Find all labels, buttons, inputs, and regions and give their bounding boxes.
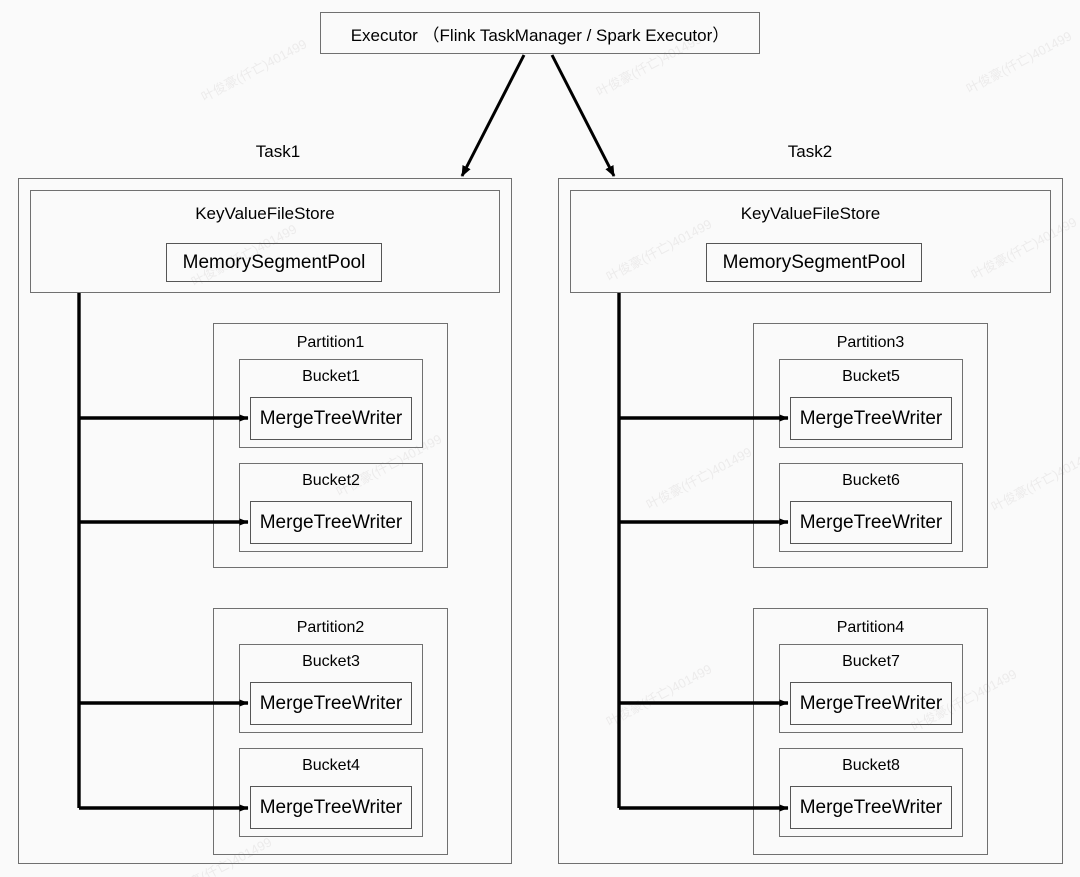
task1-bucket3-mergetreewriter-box[interactable]: MergeTreeWriter: [250, 682, 412, 725]
task2-bucket6-mergetreewriter-label: MergeTreeWriter: [799, 511, 943, 533]
task1-bucket1-mergetreewriter-label: MergeTreeWriter: [259, 407, 403, 429]
task2-partition4-box[interactable]: Partition4: [753, 608, 988, 855]
task1-bucket4-title: Bucket4: [302, 757, 360, 774]
task2-memorysegmentpool-box[interactable]: MemorySegmentPool: [706, 243, 922, 282]
arrow-executor-to-task2: [550, 54, 616, 177]
task1-bucket4-mergetreewriter-label: MergeTreeWriter: [259, 796, 403, 818]
watermark: 叶俊豪(仟亡)401499: [963, 28, 1075, 97]
task1-bucket2-title: Bucket2: [302, 472, 360, 489]
task1-bucket1-box[interactable]: Bucket1: [239, 359, 423, 448]
task1-bucket3-title: Bucket3: [302, 653, 360, 670]
task2-bucket8-box[interactable]: Bucket8: [779, 748, 963, 837]
task2-bucket5-box[interactable]: Bucket5: [779, 359, 963, 448]
executor-box[interactable]: Executor （Flink TaskManager / Spark Exec…: [320, 12, 760, 54]
task1-bucket2-box[interactable]: Bucket2: [239, 463, 423, 552]
task2-keyvaluefilestore-box[interactable]: KeyValueFileStore: [570, 190, 1051, 293]
task1-memorysegmentpool-box[interactable]: MemorySegmentPool: [166, 243, 382, 282]
task2-bucket8-mergetreewriter-label: MergeTreeWriter: [799, 796, 943, 818]
task2-bucket5-mergetreewriter-box[interactable]: MergeTreeWriter: [790, 397, 952, 440]
task2-partition3-title: Partition3: [836, 334, 905, 351]
task2-bucket5-title: Bucket5: [842, 368, 900, 385]
task2-bucket7-title: Bucket7: [842, 653, 900, 670]
task2-bucket7-box[interactable]: Bucket7: [779, 644, 963, 733]
task1-caption: Task1: [255, 142, 301, 161]
task2-bucket8-title: Bucket8: [842, 757, 900, 774]
task1-keyvaluefilestore-box[interactable]: KeyValueFileStore: [30, 190, 500, 293]
task1-partition2-box[interactable]: Partition2: [213, 608, 448, 855]
task1-bucket2-mergetreewriter-label: MergeTreeWriter: [259, 511, 403, 533]
watermark: 叶俊豪(仟亡)401499: [198, 36, 310, 105]
task1-bucket4-mergetreewriter-box[interactable]: MergeTreeWriter: [250, 786, 412, 829]
task1-bucket1-mergetreewriter-box[interactable]: MergeTreeWriter: [250, 397, 412, 440]
task1-partition2-title: Partition2: [296, 619, 365, 636]
task1-bucket1-title: Bucket1: [302, 368, 360, 385]
task2-partition3-box[interactable]: Partition3: [753, 323, 988, 568]
executor-label: Executor （Flink TaskManager / Spark Exec…: [350, 25, 730, 45]
task2-keyvaluefilestore-title: KeyValueFileStore: [740, 204, 881, 223]
task2-bucket5-mergetreewriter-label: MergeTreeWriter: [799, 407, 943, 429]
arrow-executor-to-task1: [460, 54, 526, 177]
task2-bucket7-mergetreewriter-label: MergeTreeWriter: [799, 692, 943, 714]
task2-caption: Task2: [787, 142, 833, 161]
task1-bucket3-mergetreewriter-label: MergeTreeWriter: [259, 692, 403, 714]
task2-bucket8-mergetreewriter-box[interactable]: MergeTreeWriter: [790, 786, 952, 829]
task2-bucket6-title: Bucket6: [842, 472, 900, 489]
task2-memorysegmentpool-label: MemorySegmentPool: [722, 251, 906, 273]
task1-keyvaluefilestore-title: KeyValueFileStore: [195, 204, 335, 223]
task1-bucket3-box[interactable]: Bucket3: [239, 644, 423, 733]
task1-partition1-title: Partition1: [296, 334, 365, 351]
task1-bucket4-box[interactable]: Bucket4: [239, 748, 423, 837]
task2-bucket6-box[interactable]: Bucket6: [779, 463, 963, 552]
task1-partition1-box[interactable]: Partition1: [213, 323, 448, 568]
task1-container[interactable]: [18, 178, 512, 864]
task2-container[interactable]: [558, 178, 1063, 864]
task1-memorysegmentpool-label: MemorySegmentPool: [182, 251, 366, 273]
task2-partition4-title: Partition4: [836, 619, 905, 636]
task2-bucket7-mergetreewriter-box[interactable]: MergeTreeWriter: [790, 682, 952, 725]
task1-bucket2-mergetreewriter-box[interactable]: MergeTreeWriter: [250, 501, 412, 544]
task2-bucket6-mergetreewriter-box[interactable]: MergeTreeWriter: [790, 501, 952, 544]
